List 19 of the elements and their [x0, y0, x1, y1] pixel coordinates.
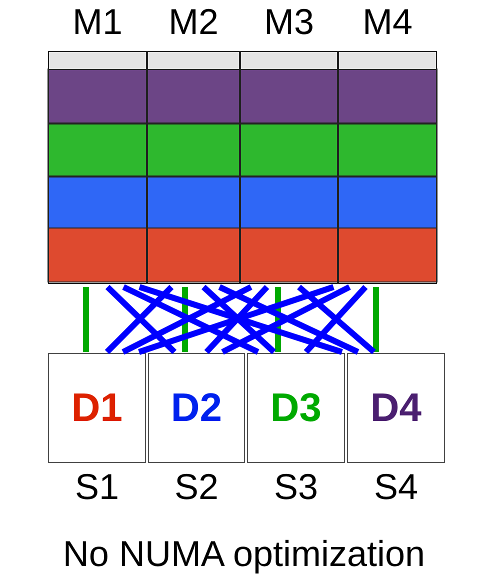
socket-label: S1 — [74, 467, 120, 507]
caption: No NUMA optimization — [62, 533, 426, 575]
connection-line — [304, 284, 368, 354]
socket-label: S4 — [372, 467, 420, 507]
device-label: D3 — [270, 386, 322, 430]
column-label: M4 — [361, 2, 414, 42]
device-label: D4 — [370, 386, 422, 430]
column-label: M3 — [262, 2, 315, 42]
connection-line — [373, 287, 379, 352]
connection-line — [297, 284, 376, 354]
column-label: M2 — [167, 2, 220, 42]
socket-label: S2 — [173, 467, 220, 507]
socket-label: S3 — [272, 467, 320, 507]
device-label: D1 — [71, 386, 123, 430]
connection-line — [182, 287, 188, 352]
connection-line — [275, 287, 281, 352]
connection-line — [83, 287, 89, 352]
column-label: M1 — [71, 2, 124, 42]
device-label: D2 — [170, 386, 222, 430]
